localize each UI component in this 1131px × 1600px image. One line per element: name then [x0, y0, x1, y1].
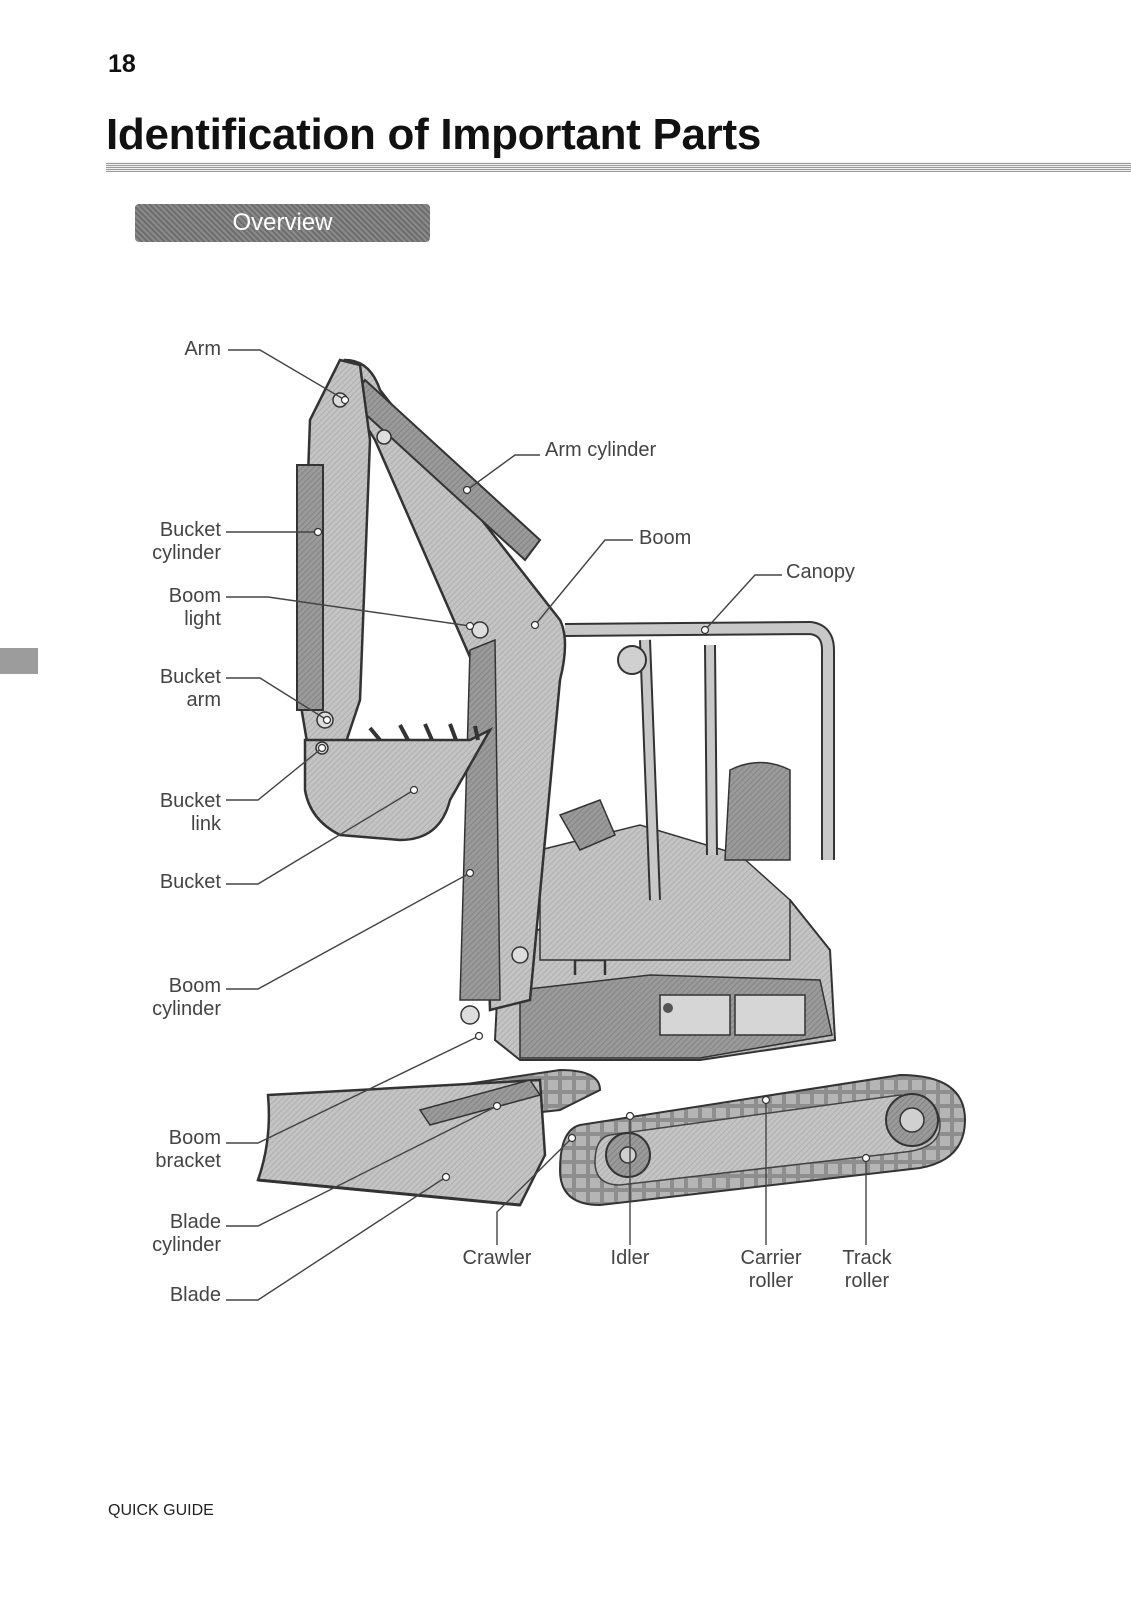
blade-shape — [256, 1078, 547, 1207]
leader-dots — [313, 395, 871, 1182]
chapter-side-tab — [0, 648, 38, 674]
arm-structure — [296, 358, 392, 762]
label-boom: Boom — [639, 527, 692, 549]
title-rule — [106, 162, 1131, 172]
page-title: Identification of Important Parts — [106, 110, 762, 159]
label-arm: Arm — [184, 338, 221, 360]
label-idler: Idler — [610, 1247, 650, 1269]
boom-structure — [343, 358, 567, 1025]
label-bucket-arm: Bucket arm — [159, 666, 221, 711]
footer-quick-guide: QUICK GUIDE — [108, 1502, 214, 1519]
page-number: 18 — [108, 50, 136, 78]
section-tab-overview: Overview — [135, 204, 430, 242]
label-track-roller: Track roller — [842, 1247, 892, 1292]
label-boom-cylinder: Boom cylinder — [152, 975, 221, 1020]
canopy-frame — [564, 620, 835, 901]
crawler-track-right — [558, 1073, 967, 1207]
label-canopy: Canopy — [786, 561, 855, 583]
label-blade-cylinder: Blade cylinder — [152, 1211, 221, 1256]
label-carrier-roller: Carrier roller — [740, 1247, 802, 1292]
label-bucket-link: Bucket link — [159, 790, 221, 835]
leader-lines — [226, 349, 867, 1301]
upper-structure — [493, 761, 837, 1061]
label-boom-light: Boom light — [168, 585, 221, 630]
label-crawler: Crawler — [462, 1247, 532, 1269]
bucket-shape — [303, 711, 494, 842]
label-bucket-cylinder: Bucket cylinder — [152, 519, 221, 564]
label-bucket: Bucket — [159, 871, 221, 893]
label-arm-cylinder: Arm cylinder — [545, 439, 657, 461]
label-boom-bracket: Boom bracket — [155, 1127, 221, 1172]
label-blade: Blade — [169, 1284, 221, 1306]
